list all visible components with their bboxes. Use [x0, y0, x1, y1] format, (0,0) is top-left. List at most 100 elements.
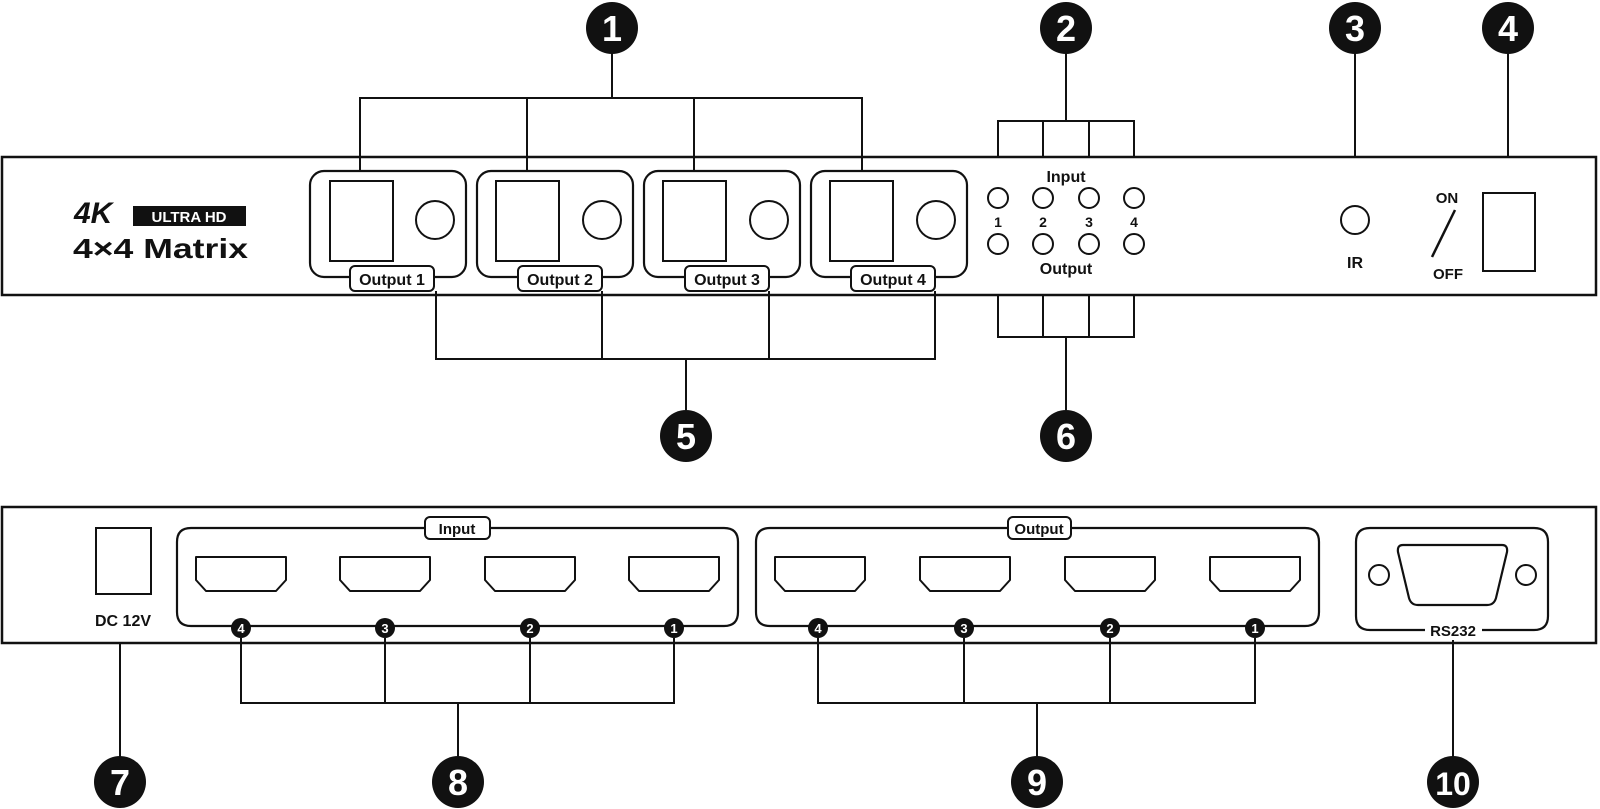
input-led-2	[1032, 187, 1054, 209]
front-panel: 4K ULTRA HD 4×4 Matrix Output 1 Output 2…	[0, 155, 1598, 297]
led-number-3: 3	[1085, 214, 1093, 230]
input-port-badge-1	[664, 618, 684, 638]
logo-matrix: 4×4 Matrix	[73, 233, 249, 264]
callout-number-3: 3	[1345, 8, 1365, 49]
callout-badges: 1 2 3 4 5 6 7 8 9 10	[94, 2, 1534, 808]
callout-number-1: 1	[602, 8, 622, 49]
rs232-screw-right	[1515, 564, 1537, 586]
logo-ultra-hd-badge	[133, 206, 246, 226]
brand-logo: 4K ULTRA HD 4×4 Matrix	[73, 197, 249, 264]
callout-number-2: 2	[1056, 8, 1076, 49]
output-port-badge-1	[1245, 618, 1265, 638]
hdmi-output-port-1[interactable]	[1209, 556, 1301, 592]
rear-panel-body	[0, 505, 1598, 645]
output-port-number-4: 4	[814, 621, 822, 636]
input-port-number-2: 2	[526, 621, 533, 636]
output-led-3	[1078, 233, 1100, 255]
rs232-label: RS232	[1430, 623, 1476, 640]
output-led-1	[987, 233, 1009, 255]
callout-number-10: 10	[1435, 766, 1471, 802]
callout-number-4: 4	[1498, 8, 1518, 49]
led-output-label: Output	[1040, 261, 1093, 278]
dc-jack-icon[interactable]	[95, 527, 152, 595]
dc-label: DC 12V	[95, 613, 151, 630]
rear-leader-lines	[119, 638, 1454, 758]
output-button-1-label: Output 1	[359, 272, 425, 289]
output-led-4	[1123, 233, 1145, 255]
output-port-badge-3	[954, 618, 974, 638]
hdmi-input-port-1[interactable]	[628, 556, 720, 592]
output-port-badge-2	[1100, 618, 1120, 638]
input-port-number-4: 4	[237, 621, 245, 636]
output-led-2	[1032, 233, 1054, 255]
output-button-1[interactable]: Output 1	[308, 169, 468, 292]
callout-badge-6	[1040, 410, 1092, 462]
output-button-2-label: Output 2	[527, 272, 593, 289]
callout-badge-10	[1427, 756, 1479, 808]
input-port-badge-4	[231, 618, 251, 638]
dc-power-jack[interactable]: DC 12V	[95, 527, 152, 630]
callout-number-9: 9	[1027, 762, 1047, 803]
hdmi-output-port-2[interactable]	[1064, 556, 1156, 592]
callout-badge-1	[586, 2, 638, 54]
callout-badge-7	[94, 756, 146, 808]
output-button-3-label: Output 3	[694, 272, 760, 289]
led-indicators: Input 1 2 3 4 Output	[987, 169, 1145, 278]
led-number-1: 1	[994, 214, 1002, 230]
output-group-label: Output	[1014, 521, 1063, 538]
input-group-label: Input	[439, 521, 476, 538]
hdmi-input-group: Input 4 3 2 1	[175, 516, 740, 638]
callout-number-6: 6	[1056, 416, 1076, 457]
front-panel-body	[0, 155, 1598, 297]
callout-number-5: 5	[676, 416, 696, 457]
callout-number-8: 8	[448, 762, 468, 803]
callout-badge-9	[1011, 756, 1063, 808]
callout-badge-8	[432, 756, 484, 808]
output-port-number-3: 3	[960, 621, 967, 636]
power-on-label: ON	[1436, 190, 1459, 207]
output-port-badge-4	[808, 618, 828, 638]
power-off-label: OFF	[1433, 266, 1463, 283]
output-button-4[interactable]: Output 4	[809, 169, 969, 292]
hdmi-input-port-3[interactable]	[339, 556, 431, 592]
output-button-3[interactable]: Output 3	[642, 169, 802, 292]
callout-badge-4	[1482, 2, 1534, 54]
hdmi-output-group: Output 4 3 2 1	[754, 516, 1321, 638]
callout-badge-5	[660, 410, 712, 462]
logo-ultra-hd: ULTRA HD	[152, 209, 227, 226]
logo-4k: 4K	[73, 197, 115, 230]
led-input-label: Input	[1046, 169, 1086, 186]
power-switch[interactable]: ON OFF	[1430, 190, 1536, 283]
input-port-badge-3	[375, 618, 395, 638]
output-port-number-2: 2	[1106, 621, 1113, 636]
front-leader-lines	[359, 52, 1509, 410]
led-number-2: 2	[1039, 214, 1047, 230]
hdmi-output-port-3[interactable]	[919, 556, 1011, 592]
output-button-4-label: Output 4	[860, 272, 926, 289]
hdmi-input-port-2[interactable]	[484, 556, 576, 592]
ir-label: IR	[1347, 255, 1363, 272]
hdmi-input-port-4[interactable]	[195, 556, 287, 592]
power-slash	[1430, 209, 1457, 258]
output-port-number-1: 1	[1251, 621, 1258, 636]
rs232-port[interactable]: RS232	[1354, 526, 1550, 640]
callout-badge-3	[1329, 2, 1381, 54]
rear-panel: DC 12V Input 4 3 2 1 Output	[0, 505, 1598, 645]
led-number-4: 4	[1130, 214, 1138, 230]
input-led-4	[1123, 187, 1145, 209]
input-led-1	[987, 187, 1009, 209]
input-port-badge-2	[520, 618, 540, 638]
callout-number-7: 7	[110, 762, 130, 803]
rs232-screw-left	[1368, 564, 1390, 586]
input-led-3	[1078, 187, 1100, 209]
ir-receiver: IR	[1340, 205, 1370, 272]
input-port-number-3: 3	[381, 621, 388, 636]
ir-sensor-icon	[1340, 205, 1370, 235]
output-button-2[interactable]: Output 2	[475, 169, 635, 292]
callout-badge-2	[1040, 2, 1092, 54]
input-port-number-1: 1	[670, 621, 677, 636]
power-rocker-switch[interactable]	[1482, 192, 1536, 272]
db9-connector-icon[interactable]	[1396, 543, 1509, 607]
hdmi-output-port-4[interactable]	[774, 556, 866, 592]
